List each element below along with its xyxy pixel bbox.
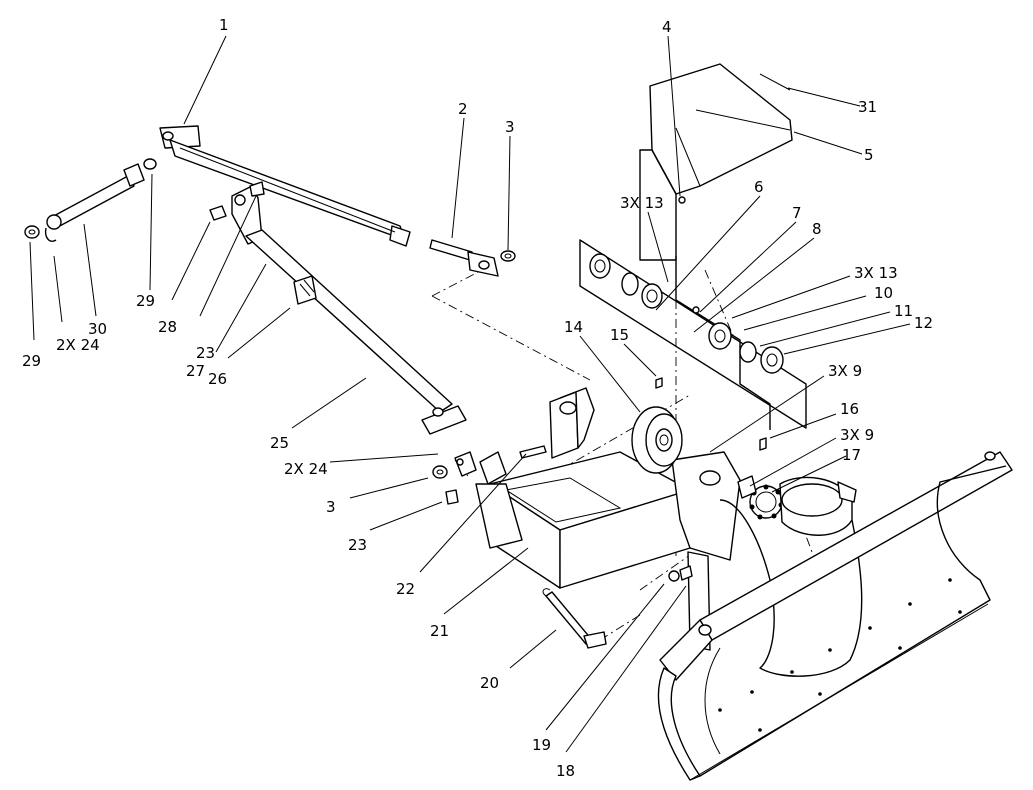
callout-16: 16 bbox=[840, 400, 859, 418]
callout-3x9-upper: 3X 9 bbox=[828, 362, 862, 380]
leader-lines bbox=[29, 35, 911, 753]
callout-2x24-lower: 2X 24 bbox=[284, 460, 328, 478]
sprocket-part bbox=[737, 437, 784, 520]
callout-31: 31 bbox=[858, 98, 877, 116]
frame-part bbox=[475, 387, 741, 651]
callout-5: 5 bbox=[864, 146, 874, 164]
callout-8: 8 bbox=[812, 220, 822, 238]
callout-23-lower: 23 bbox=[348, 536, 367, 554]
callout-29-left: 29 bbox=[22, 352, 41, 370]
gearbox-cover-part bbox=[639, 63, 793, 261]
bolt-parts bbox=[668, 565, 693, 582]
callout-29-right: 29 bbox=[136, 292, 155, 310]
callout-26: 26 bbox=[208, 370, 227, 388]
callout-27: 27 bbox=[186, 362, 205, 380]
pulley-part bbox=[631, 377, 683, 474]
callout-2x24-upper: 2X 24 bbox=[56, 336, 100, 354]
callout-18: 18 bbox=[556, 762, 575, 780]
callout-11: 11 bbox=[894, 302, 913, 320]
rod-end-part bbox=[429, 239, 516, 277]
callout-21: 21 bbox=[430, 622, 449, 640]
handle-part bbox=[542, 588, 607, 649]
callout-20: 20 bbox=[480, 674, 499, 692]
callout-30: 30 bbox=[88, 320, 107, 338]
left-hardware bbox=[432, 451, 507, 505]
callout-3x9-lower: 3X 9 bbox=[840, 426, 874, 444]
callout-23-upper: 23 bbox=[196, 344, 215, 362]
callout-3x13-upper: 3X 13 bbox=[620, 194, 664, 212]
callout-25: 25 bbox=[270, 434, 289, 452]
callout-12: 12 bbox=[914, 314, 933, 332]
auger-housing-part bbox=[719, 476, 863, 677]
callout-1: 1 bbox=[219, 16, 229, 34]
bearing-plate-part bbox=[579, 239, 807, 430]
lift-arm-part bbox=[159, 125, 411, 247]
pin-shaft-part bbox=[24, 158, 157, 242]
callout-10: 10 bbox=[874, 284, 893, 302]
callout-7: 7 bbox=[792, 204, 802, 222]
plow-blade-part bbox=[657, 451, 1013, 781]
callout-3: 3 bbox=[505, 118, 515, 136]
callout-3-lower: 3 bbox=[326, 498, 336, 516]
callout-19: 19 bbox=[532, 736, 551, 754]
callout-6: 6 bbox=[754, 178, 764, 196]
callout-3x13-lower: 3X 13 bbox=[854, 264, 898, 282]
diagonal-arm-part bbox=[245, 229, 467, 435]
callout-15: 15 bbox=[610, 326, 629, 344]
callout-22: 22 bbox=[396, 580, 415, 598]
callout-28: 28 bbox=[158, 318, 177, 336]
callout-17: 17 bbox=[842, 446, 861, 464]
callout-labels: 1 2 3 4 31 5 3X 13 6 7 8 3X 13 10 11 12 … bbox=[22, 16, 933, 780]
callout-2: 2 bbox=[458, 100, 468, 118]
callout-4: 4 bbox=[662, 18, 672, 36]
callout-14: 14 bbox=[564, 318, 583, 336]
pivot-rod-part bbox=[519, 445, 547, 459]
